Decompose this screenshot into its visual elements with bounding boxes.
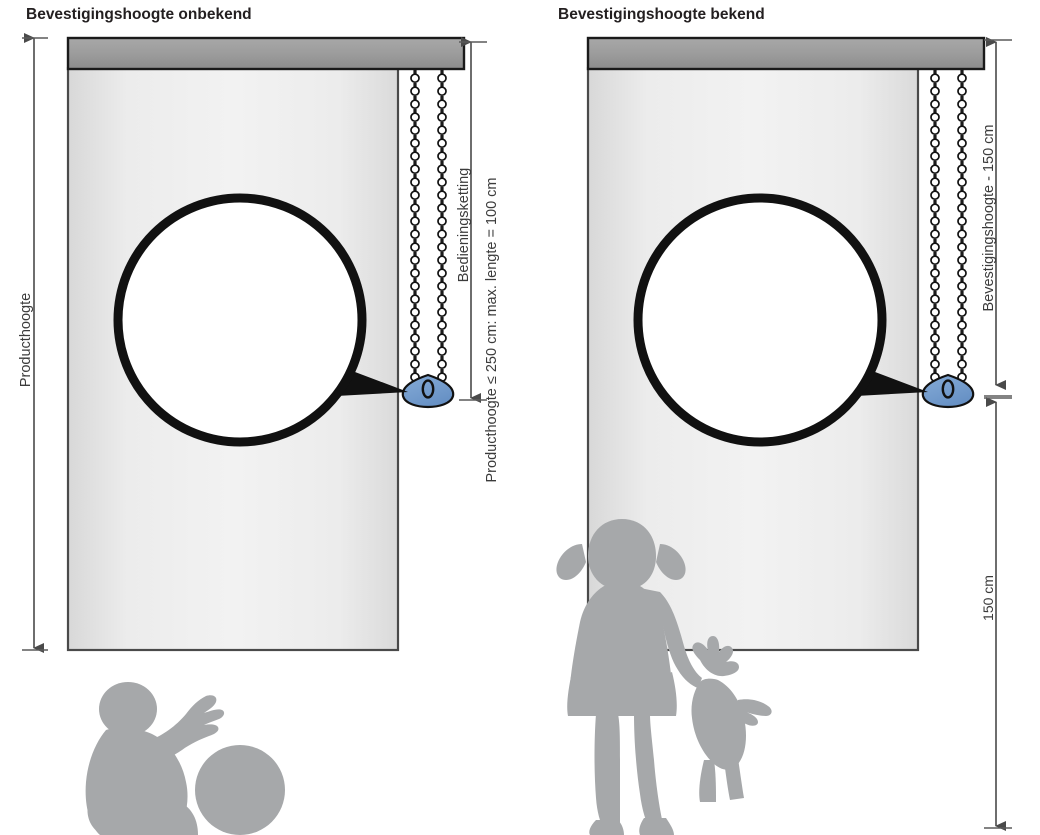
- dimension-150cm-label: 150 cm: [980, 575, 996, 621]
- standing-girl-with-doll-silhouette: [556, 519, 772, 835]
- dimension-chain-length: Bedieningsketting Producthoogte ≤ 250 cm…: [456, 37, 500, 483]
- chain-tensioner-magnifier-left: [113, 193, 367, 447]
- headrail-left: [66, 36, 466, 71]
- chain-tensioner-right: [921, 373, 975, 409]
- dimension-product-height-label: Producthoogte: [18, 293, 34, 387]
- dimension-mount-height-label: Bevestigingshoogte - 150 cm: [981, 125, 997, 312]
- chain-tensioner-left: [401, 373, 455, 409]
- panel-right: Bevestigingshoogte bekend: [556, 6, 1012, 835]
- chain-tensioner-magnifier-right: [633, 193, 887, 447]
- panel-left-title: Bevestigingshoogte onbekend: [26, 6, 252, 23]
- bead-chain-right: [930, 69, 967, 383]
- bead-chain-left: [410, 69, 447, 383]
- panel-left: Bevestigingshoogte onbekend: [18, 6, 500, 835]
- headrail-right: [586, 36, 986, 71]
- dimension-chain-rule-label: Producthoogte ≤ 250 cm: max. lengte = 10…: [484, 178, 500, 483]
- dimension-150cm: 150 cm: [980, 397, 1012, 831]
- panel-right-title: Bevestigingshoogte bekend: [558, 6, 765, 23]
- dimension-chain-length-label: Bedieningsketting: [456, 168, 472, 282]
- crawling-toddler-silhouette: [85, 682, 285, 835]
- ball-silhouette: [195, 745, 285, 835]
- dimension-mount-height-minus-150: Bevestigingshoogte - 150 cm: [981, 37, 1012, 397]
- dimension-product-height: Producthoogte: [18, 33, 48, 653]
